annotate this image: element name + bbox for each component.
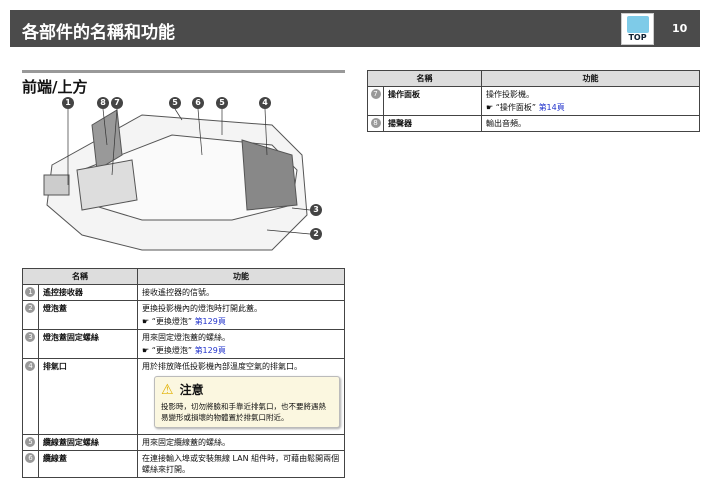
page-number: 10 (672, 22, 688, 35)
header-name: 名稱 (367, 70, 482, 87)
part-function: 用於排放降低投影機內部溫度空氣的排氣口。 (142, 362, 302, 371)
caution-box: ⚠ 注意 投影時，切勿將臉和手靠近排氣口，也不要將遇熱易變形或損壞的物體置於排氣口… (154, 376, 340, 428)
caution-title: 注意 (179, 383, 204, 397)
part-name: 揚聲器 (383, 115, 482, 132)
page-header: 各部件的名稱和功能 (10, 10, 700, 47)
page-link[interactable]: 第14頁 (538, 103, 565, 112)
callout-5b: 5 (216, 97, 228, 109)
part-function: 接收遙控器的信號。 (137, 284, 345, 301)
top-label: TOP (628, 33, 647, 42)
row-number: 1 (25, 287, 36, 297)
part-function: 更換投影機內的燈泡時打開此蓋。 (142, 304, 262, 313)
row-number: 7 (370, 89, 381, 99)
callout-6: 6 (192, 97, 204, 109)
part-function: 在連接輸入埠或安裝無線 LAN 組件時，可藉由鬆開兩個螺絲來打開。 (137, 450, 345, 478)
header-function: 功能 (137, 268, 345, 285)
pointer-hand-icon: ☛ (486, 103, 494, 112)
ref-title: “操作面板” (495, 103, 537, 112)
row-number: 3 (25, 332, 36, 342)
page-link[interactable]: 第129頁 (194, 317, 226, 326)
row-number: 8 (370, 118, 381, 128)
callout-3: 3 (310, 204, 322, 216)
header-name: 名稱 (22, 268, 138, 285)
row-number: 2 (25, 303, 36, 313)
projector-illustration (43, 108, 311, 251)
part-name: 纜線蓋固定螺絲 (37, 434, 139, 451)
home-icon (626, 16, 649, 33)
part-function: 操作投影機。 (486, 90, 534, 99)
page-link[interactable]: 第129頁 (194, 346, 226, 355)
part-name: 燈泡蓋固定螺絲 (37, 329, 139, 359)
callout-2: 2 (310, 228, 322, 240)
ref-title: “更換燈泡” (151, 317, 193, 326)
part-function: 輸出音頻。 (481, 115, 700, 132)
part-name: 排氣口 (37, 358, 139, 435)
part-name: 燈泡蓋 (37, 300, 139, 330)
row-number: 6 (25, 453, 36, 463)
row-number: 4 (25, 361, 36, 371)
ref-title: “更換燈泡” (151, 346, 193, 355)
callout-1: 1 (62, 97, 74, 109)
part-function: 用來固定纜線蓋的螺絲。 (137, 434, 345, 451)
callout-7: 7 (111, 97, 123, 109)
pointer-hand-icon: ☛ (142, 317, 150, 326)
top-button[interactable]: TOP (621, 13, 654, 45)
callout-8: 8 (97, 97, 109, 109)
header-function: 功能 (481, 70, 700, 87)
row-number: 5 (25, 437, 36, 447)
callout-4: 4 (259, 97, 271, 109)
pointer-hand-icon: ☛ (142, 346, 150, 355)
callout-5: 5 (169, 97, 181, 109)
section-title: 前端/上方 (22, 70, 345, 97)
part-function: 用來固定燈泡蓋的螺絲。 (142, 333, 230, 342)
page-title: 各部件的名稱和功能 (22, 23, 175, 43)
warning-icon: ⚠ (161, 381, 174, 398)
part-name: 纜線蓋 (37, 450, 139, 478)
caution-text: 投影時，切勿將臉和手靠近排氣口，也不要將遇熱易變形或損壞的物體置於排氣口附近。 (161, 402, 326, 422)
part-name: 遙控接收器 (37, 284, 139, 301)
part-name: 操作面板 (383, 86, 482, 116)
